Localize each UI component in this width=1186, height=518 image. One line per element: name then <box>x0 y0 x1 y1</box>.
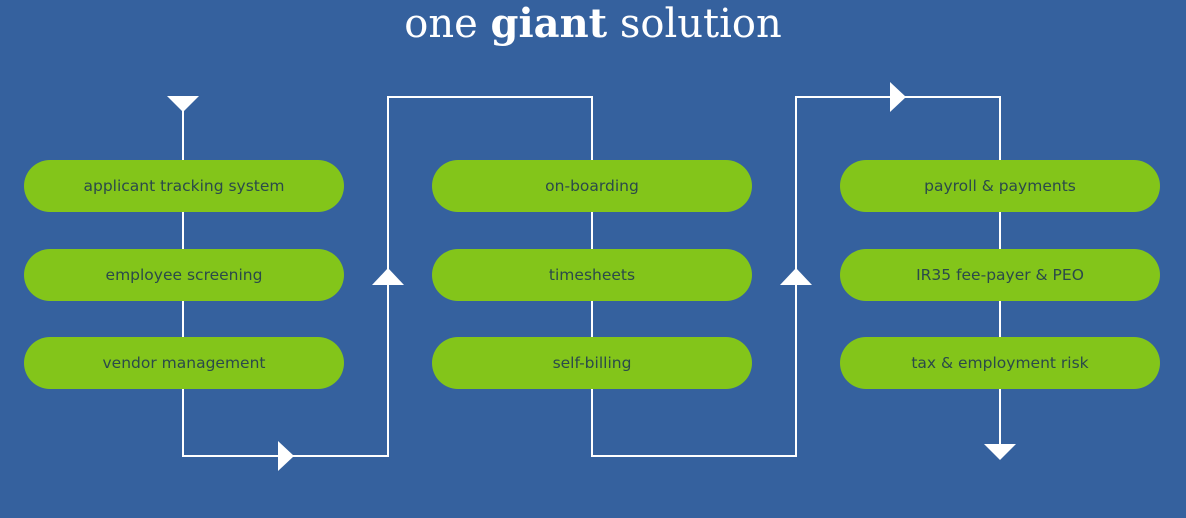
step-on-boarding[interactable]: on-boarding <box>432 160 752 212</box>
step-label: tax & employment risk <box>911 354 1089 372</box>
title-bold: giant <box>490 0 608 47</box>
page-title: one giant solution <box>0 0 1186 52</box>
step-timesheets[interactable]: timesheets <box>432 249 752 301</box>
step-vendor-management[interactable]: vendor management <box>24 337 344 389</box>
step-label: vendor management <box>102 354 266 372</box>
step-label: employee screening <box>105 266 263 284</box>
step-label: timesheets <box>548 266 636 284</box>
step-applicant-tracking[interactable]: applicant tracking system <box>24 160 344 212</box>
arrow-right-icon <box>278 441 294 471</box>
step-label: on-boarding <box>545 177 639 195</box>
step-label: applicant tracking system <box>83 177 285 195</box>
step-self-billing[interactable]: self-billing <box>432 337 752 389</box>
arrow-down-start-icon <box>167 96 199 112</box>
step-tax-employment-risk[interactable]: tax & employment risk <box>840 337 1160 389</box>
step-label: payroll & payments <box>924 177 1076 195</box>
arrow-up-icon <box>372 268 404 285</box>
step-ir35-peo[interactable]: IR35 fee-payer & PEO <box>840 249 1160 301</box>
arrow-down-end-icon <box>984 444 1016 460</box>
step-label: self-billing <box>552 354 632 372</box>
title-part1: one <box>404 1 478 47</box>
title-part2: solution <box>619 1 782 47</box>
step-payroll-payments[interactable]: payroll & payments <box>840 160 1160 212</box>
step-employee-screening[interactable]: employee screening <box>24 249 344 301</box>
arrow-right-icon <box>890 82 906 112</box>
step-label: IR35 fee-payer & PEO <box>916 266 1084 284</box>
arrow-up-icon <box>780 268 812 285</box>
